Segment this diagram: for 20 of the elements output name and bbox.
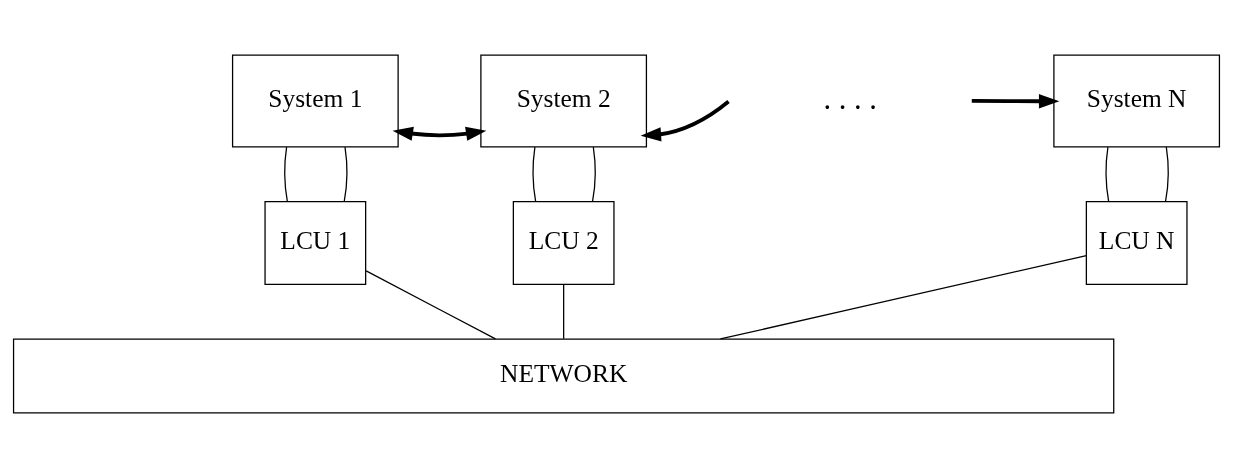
node-box: System 2 <box>480 53 648 147</box>
arrow <box>971 93 1060 108</box>
connector <box>343 145 348 202</box>
connector <box>563 283 565 339</box>
arrow <box>640 99 730 141</box>
connector <box>591 145 596 202</box>
arrow <box>392 126 487 141</box>
node-box: LCU 2 <box>512 200 615 285</box>
connector <box>532 145 537 202</box>
node-box: LCU N <box>1085 200 1188 285</box>
node-box: System N <box>1053 53 1221 147</box>
node-box: NETWORK <box>12 337 1115 414</box>
connector <box>1164 145 1169 202</box>
label: . . . . <box>823 81 877 116</box>
connector <box>1105 145 1110 202</box>
connector <box>284 145 288 202</box>
connector <box>365 269 497 339</box>
connector <box>719 254 1087 340</box>
node-box: LCU 1 <box>264 200 367 285</box>
node-box: System 1 <box>231 53 399 147</box>
